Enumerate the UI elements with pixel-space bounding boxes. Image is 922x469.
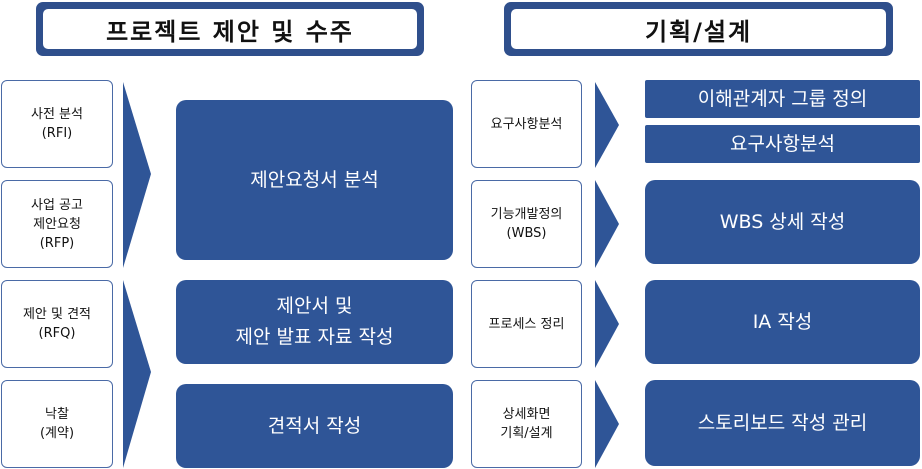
right-phase-process: 프로세스 정리 — [471, 280, 582, 368]
arrow-right-icon — [123, 280, 151, 468]
right-section-header: 기획/설계 — [504, 2, 893, 56]
arrow-right-icon — [595, 180, 619, 268]
right-phase-screen-design: 상세화면 기획/설계 — [471, 380, 582, 468]
right-phase-requirements: 요구사항분석 — [471, 80, 582, 168]
task-ia: IA 작성 — [645, 280, 920, 364]
task-wbs-detail: WBS 상세 작성 — [645, 180, 920, 264]
arrow-right-icon — [123, 82, 151, 268]
task-stakeholder-group: 이해관계자 그룹 정의 — [645, 80, 920, 118]
task-estimate-writing: 견적서 작성 — [176, 384, 453, 468]
task-proposal-writing: 제안서 및 제안 발표 자료 작성 — [176, 280, 453, 364]
left-section-header: 프로젝트 제안 및 수주 — [36, 2, 424, 56]
right-section-title: 기획/설계 — [511, 9, 886, 49]
arrow-right-icon — [595, 380, 619, 468]
left-phase-contract: 낙찰 (계약) — [1, 380, 113, 468]
task-rfp-analysis: 제안요청서 분석 — [176, 100, 453, 260]
left-section-title: 프로젝트 제안 및 수주 — [43, 9, 417, 49]
task-storyboard: 스토리보드 작성 관리 — [645, 380, 920, 466]
right-phase-wbs: 기능개발정의 (WBS) — [471, 180, 582, 268]
left-phase-rfq: 제안 및 견적 (RFQ) — [1, 280, 113, 368]
arrow-right-icon — [595, 280, 619, 368]
left-phase-rfi: 사전 분석 (RFI) — [1, 80, 113, 168]
task-requirements-analysis: 요구사항분석 — [645, 125, 920, 163]
arrow-right-icon — [595, 82, 619, 168]
left-phase-rfp: 사업 공고 제안요청 (RFP) — [1, 180, 113, 268]
